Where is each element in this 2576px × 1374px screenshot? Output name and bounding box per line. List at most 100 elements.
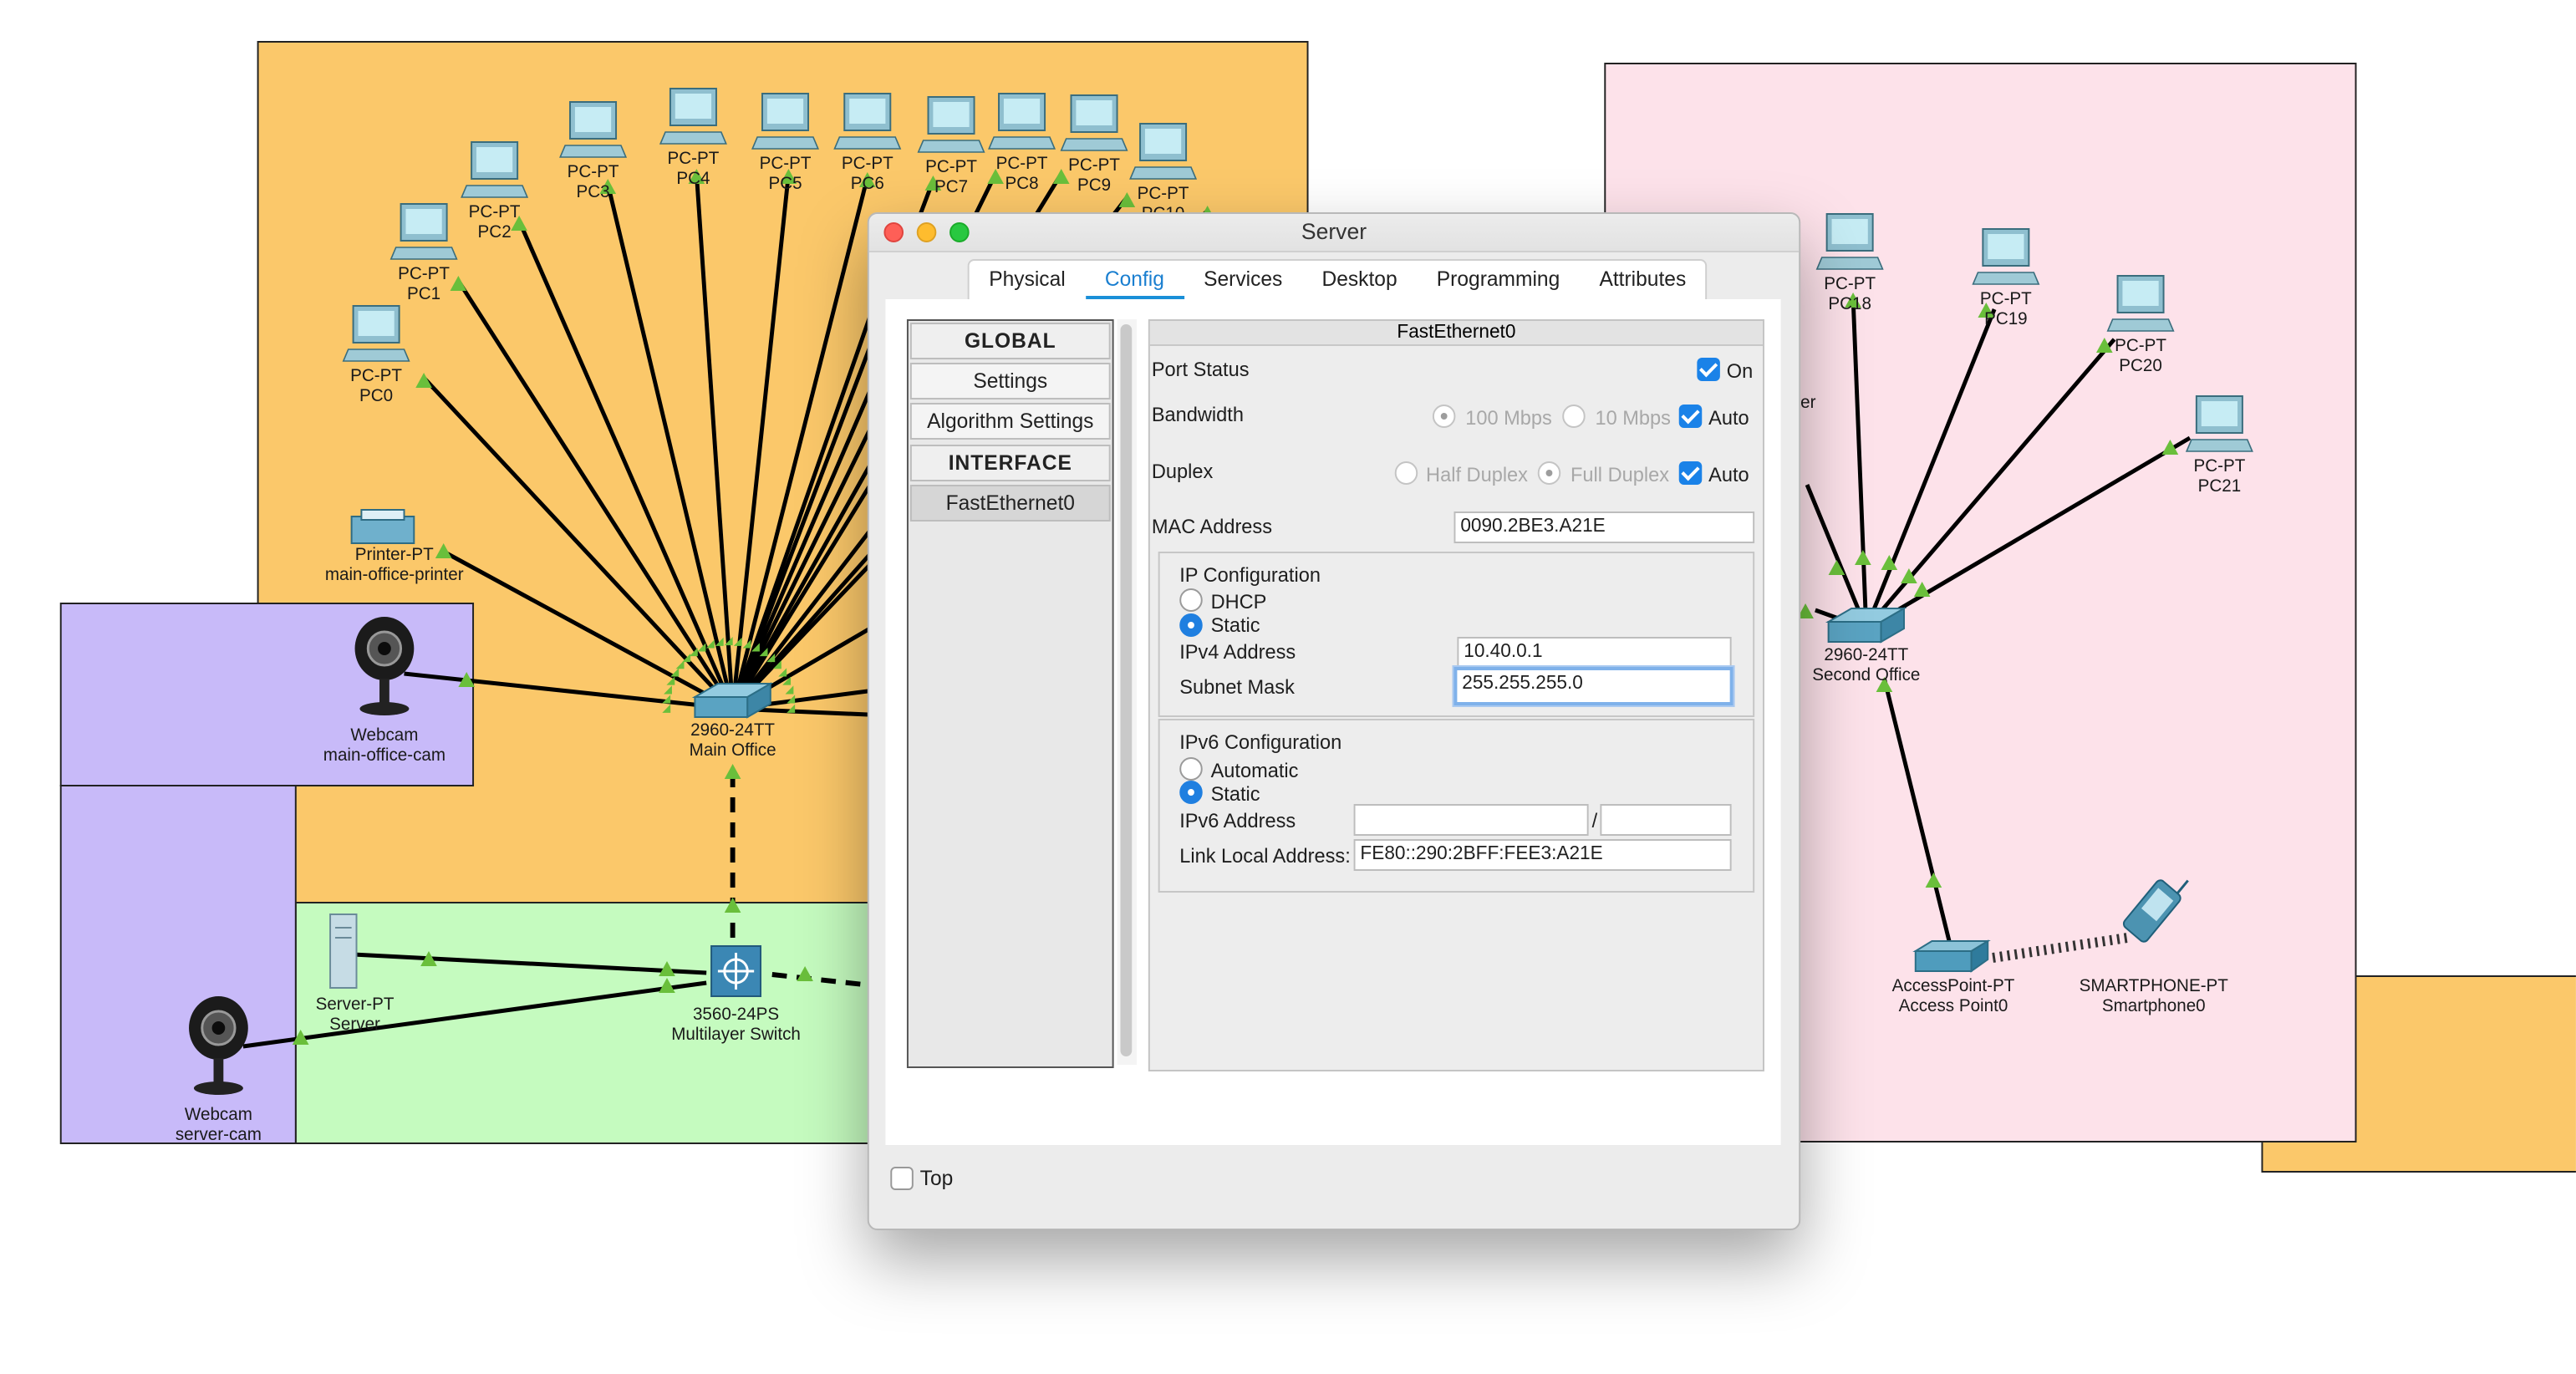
printer-icon[interactable] [350, 509, 415, 544]
sidebar-item-fastethernet0[interactable]: FastEthernet0 [909, 485, 1111, 522]
network-link [517, 219, 735, 710]
switch-icon[interactable] [691, 682, 774, 719]
multilayer-switch-icon[interactable] [710, 945, 762, 997]
ipv6-prefix-field[interactable] [1600, 804, 1732, 836]
duplex-auto-checkbox[interactable] [1678, 461, 1703, 485]
pc-icon[interactable] [1129, 123, 1198, 180]
pc-icon[interactable] [833, 93, 902, 150]
network-link [1851, 297, 1869, 629]
static-radio[interactable] [1179, 613, 1203, 637]
link-up-marker [715, 637, 724, 646]
zoom-button[interactable] [949, 222, 970, 242]
bandwidth-100-radio[interactable] [1432, 405, 1456, 428]
link-local-address-field[interactable]: FE80::290:2BFF:FEE3:A21E [1353, 839, 1732, 871]
sidebar-scrollbar[interactable] [1117, 319, 1138, 1065]
pc-icon[interactable] [1972, 228, 2040, 285]
access-point-icon[interactable] [1912, 939, 1991, 973]
link-up-marker [458, 672, 476, 687]
device-name-label: PC18 [1828, 294, 1871, 313]
link-up-marker [1797, 603, 1814, 618]
title-bar[interactable]: Server [868, 214, 1800, 252]
sidebar-item-settings[interactable]: Settings [909, 363, 1111, 399]
window-title: Server [1301, 219, 1367, 244]
tab-services[interactable]: Services [1204, 267, 1283, 291]
ipv4-address-field[interactable]: 10.40.0.1 [1457, 637, 1732, 669]
server-icon[interactable] [329, 913, 358, 989]
pc-icon[interactable] [1815, 213, 1884, 270]
top-label: Top [919, 1167, 954, 1190]
device-name-label: PC9 [1077, 176, 1111, 195]
pc-icon[interactable] [1060, 94, 1128, 151]
device-type-label: PC-PT [996, 154, 1048, 173]
link-up-marker [787, 704, 796, 713]
network-link [1882, 678, 1952, 945]
pc-icon[interactable] [389, 203, 458, 260]
pc-icon[interactable] [461, 141, 529, 198]
dhcp-radio[interactable] [1179, 588, 1203, 612]
subnet-mask-field[interactable]: 255.255.255.0 [1453, 667, 1733, 705]
server-window[interactable]: Server Physical Config Services Desktop … [867, 212, 1801, 1230]
tab-desktop[interactable]: Desktop [1321, 267, 1397, 291]
close-button[interactable] [883, 222, 904, 242]
full-duplex-radio[interactable] [1537, 461, 1561, 485]
smartphone-icon[interactable] [2122, 866, 2193, 944]
link-up-marker [1901, 568, 1917, 583]
network-link [456, 279, 735, 710]
pc-icon[interactable] [2106, 275, 2175, 332]
link-up-marker [1978, 303, 1995, 318]
ipv6-address-field[interactable] [1353, 804, 1589, 836]
bandwidth-10-radio[interactable] [1562, 405, 1586, 428]
server-area [294, 902, 888, 1144]
port-status-label: Port Status [1151, 358, 1250, 381]
device-labels: PC-PTPC0PC-PTPC1PC-PTPC2PC-PTPC3PC-PTPC4… [176, 149, 2246, 1144]
scrollbar-thumb[interactable] [1120, 324, 1133, 1056]
pc-icon[interactable] [988, 93, 1056, 150]
link-up-marker [666, 676, 675, 685]
bandwidth-auto-checkbox[interactable] [1678, 405, 1703, 428]
sidebar-item-algorithm-settings[interactable]: Algorithm Settings [909, 403, 1111, 440]
webcam-icon[interactable] [354, 617, 415, 715]
tab-attributes[interactable]: Attributes [1599, 267, 1687, 291]
link-up-marker [659, 961, 675, 976]
top-checkbox[interactable] [890, 1167, 914, 1190]
network-link [353, 952, 707, 975]
device-type-label: PC-PT [668, 149, 720, 168]
tab-physical[interactable]: Physical [989, 267, 1066, 291]
switch-icon[interactable] [1825, 607, 1907, 644]
mac-address-field[interactable]: 0090.2BE3.A21E [1453, 511, 1755, 543]
interface-settings: FastEthernet0 Port Status On Bandwidth 1… [1148, 319, 1764, 1071]
pc-icon[interactable] [342, 305, 410, 362]
tab-config[interactable]: Config [1085, 261, 1184, 301]
ipv6-configuration-title: IPv6 Configuration [1179, 730, 1342, 754]
minimize-button[interactable] [916, 222, 937, 242]
ipv6-automatic-radio[interactable] [1179, 757, 1203, 781]
bandwidth-10-label: 10 Mbps [1595, 406, 1671, 430]
device-type-label: Server-PT [316, 995, 395, 1014]
webcam-icon[interactable] [189, 996, 248, 1095]
ipv6-static-radio[interactable] [1179, 781, 1203, 804]
pc-icon[interactable] [559, 101, 628, 158]
device-name-label: Main Office [690, 740, 776, 760]
network-link [731, 433, 889, 710]
sidebar-header-global[interactable]: GLOBAL [909, 323, 1111, 359]
link-up-marker [1052, 169, 1070, 184]
port-status-checkbox[interactable] [1697, 358, 1720, 381]
pc-icon[interactable] [751, 93, 820, 150]
pc-icon[interactable] [659, 88, 727, 145]
tab-programming[interactable]: Programming [1436, 267, 1560, 291]
link-up-marker [599, 179, 617, 194]
sidebar-header-interface[interactable]: INTERFACE [909, 445, 1111, 481]
half-duplex-radio[interactable] [1394, 461, 1418, 485]
device-type-label: PC-PT [469, 202, 521, 221]
ipv6-automatic-label: Automatic [1210, 759, 1299, 782]
pc-icon[interactable] [2185, 395, 2253, 452]
device-type-label: Printer-PT [355, 545, 434, 564]
tab-bar: Physical Config Services Desktop Program… [967, 259, 1708, 303]
pc-icon[interactable] [917, 96, 985, 153]
device-type-label: PC-PT [1068, 155, 1120, 175]
link-up-marker [662, 695, 671, 704]
link-up-marker [1855, 550, 1871, 565]
link-up-marker [1876, 677, 1893, 692]
